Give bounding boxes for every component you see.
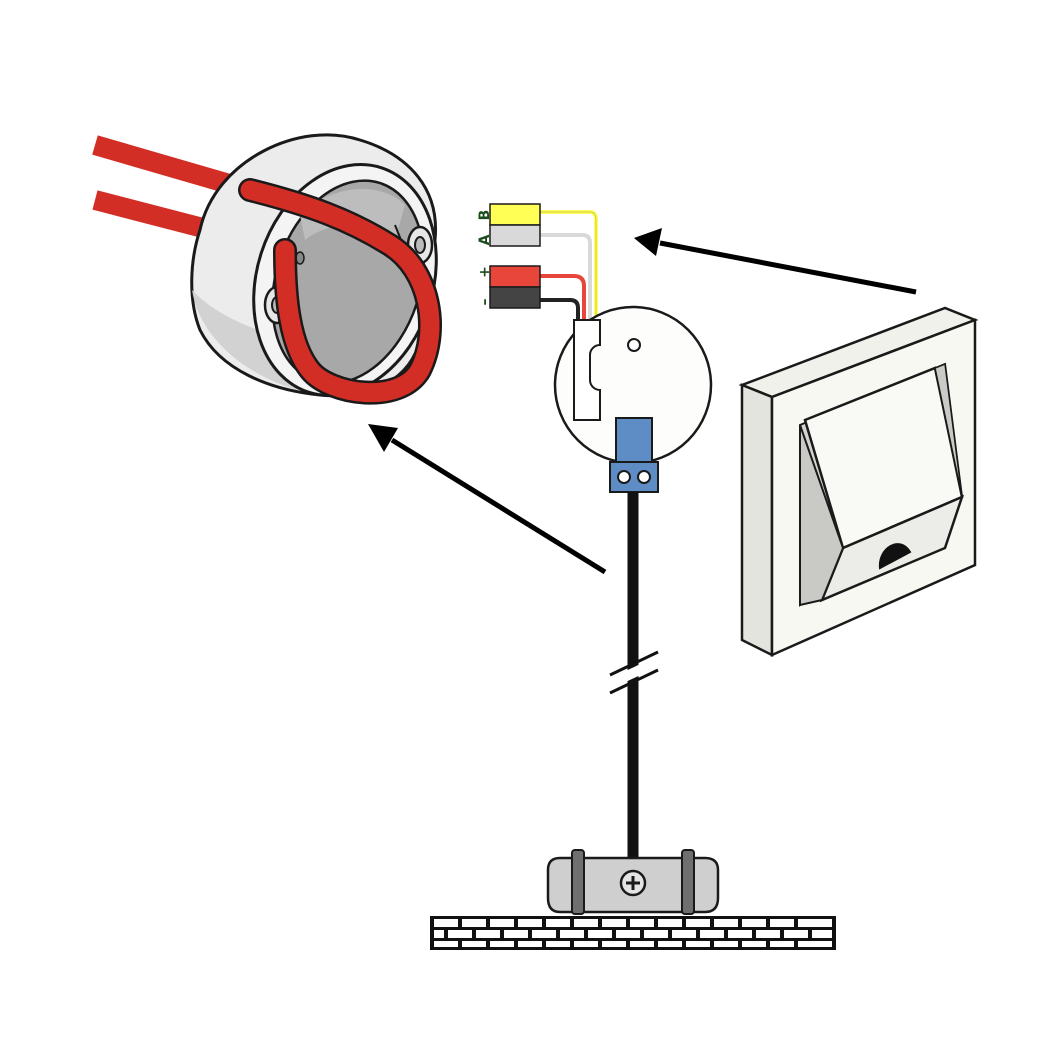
arrow-to-module [634, 228, 917, 295]
connector-a [489, 224, 541, 247]
indicator-hole-icon [878, 543, 912, 570]
connector-plus [489, 265, 541, 288]
mounting-hole-icon [627, 338, 641, 352]
cable-loop [238, 178, 442, 405]
wall-switch [738, 306, 979, 658]
label-a: A [477, 234, 493, 245]
bus-connector-block: B A + – [477, 203, 598, 412]
connector-b [489, 203, 541, 226]
cable-clamp [546, 849, 720, 915]
clamp-screw-icon [619, 869, 647, 897]
terminal-screw-icon [637, 470, 651, 484]
terminal-screw-icon [617, 470, 631, 484]
connector-minus [489, 286, 541, 309]
sensor-module [553, 305, 713, 493]
terminal-block [615, 417, 653, 467]
junction-box [92, 133, 442, 405]
wall [430, 916, 836, 950]
label-b: B [477, 210, 493, 221]
arrow-to-junction-box [368, 424, 607, 575]
black-cable [609, 492, 659, 860]
cable-break-mark [609, 650, 659, 677]
label-plus: + [477, 266, 493, 278]
label-minus: – [477, 299, 493, 306]
